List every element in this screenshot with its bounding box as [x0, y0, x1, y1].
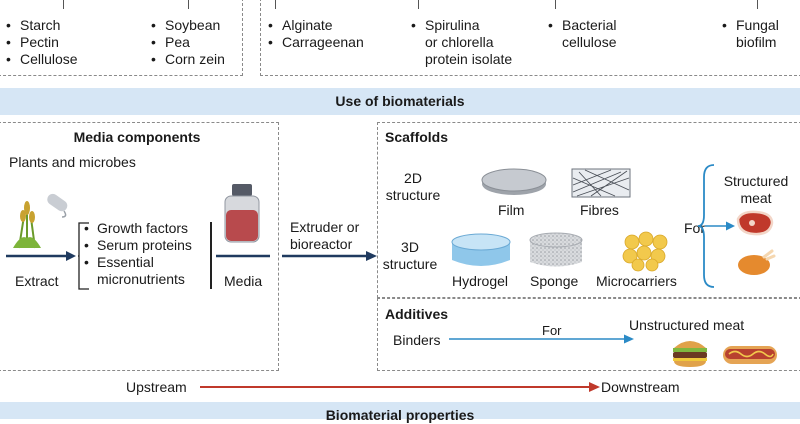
media-subtitle: Plants and microbes	[9, 154, 136, 170]
hydrogel-icon	[451, 233, 511, 266]
structured-meat-label: Structured meat	[723, 173, 789, 206]
film-label: Film	[498, 202, 525, 218]
burger-icon	[673, 341, 707, 367]
microcarriers-icon	[622, 231, 668, 272]
scaffolds-title: Scaffolds	[385, 129, 449, 145]
upstream-downstream-arrow	[200, 382, 600, 392]
use-band-title: Use of biomaterials	[335, 93, 465, 109]
extruder-arrow	[282, 251, 377, 261]
label-3d-structure: 3D structure	[382, 239, 438, 272]
item-bacterial-cellulose: •Bacterial cellulose	[548, 17, 617, 50]
media-components-box	[0, 122, 279, 371]
structured-brace	[698, 164, 715, 288]
extract-arrow	[6, 251, 76, 261]
tick-d	[418, 0, 419, 9]
components-right-bracket	[210, 222, 212, 289]
list-item: Carrageenan	[268, 34, 364, 51]
media-bottle-icon	[224, 184, 260, 243]
source-box-left	[0, 0, 243, 76]
components-bracket	[78, 222, 89, 290]
structured-arrow	[705, 221, 735, 231]
bottom-band-title: Biomaterial properties	[325, 407, 475, 423]
film-icon	[481, 168, 547, 195]
media-label: Media	[224, 273, 263, 289]
microcarriers-label: Microcarriers	[596, 273, 677, 289]
extruder-label: Extruder or bioreactor	[290, 219, 360, 252]
media-components-title: Media components	[73, 129, 201, 145]
for-label-unstructured: For	[542, 323, 562, 338]
list-item: Pectin	[6, 34, 78, 51]
bottom-band	[0, 402, 800, 419]
components-list: •Growth factors •Serum proteins •Essenti…	[84, 220, 192, 288]
list-item: •Essential micronutrients	[84, 254, 185, 287]
steak-icon	[736, 210, 774, 236]
binders-arrow	[449, 334, 634, 344]
wheat-icon	[13, 201, 41, 249]
tick-a	[63, 0, 64, 9]
tick-b	[188, 0, 189, 9]
scaffolds-box	[377, 122, 800, 298]
list-algae: Alginate Carrageenan	[268, 17, 364, 51]
list-item: Corn zein	[151, 51, 225, 68]
extract-label: Extract	[15, 273, 59, 289]
list-item: •Growth factors	[84, 220, 189, 236]
hotdog-icon	[723, 346, 777, 364]
additives-title: Additives	[385, 306, 449, 322]
list-item: Soybean	[151, 17, 225, 34]
list-item: •Serum proteins	[84, 237, 192, 253]
sponge-icon	[529, 232, 583, 267]
list-item: Cellulose	[6, 51, 78, 68]
list-plant-proteins: Soybean Pea Corn zein	[151, 17, 225, 68]
chicken-icon	[738, 249, 776, 275]
use-band	[0, 88, 800, 115]
tick-e	[555, 0, 556, 9]
tick-c	[275, 0, 276, 9]
item-spirulina: •Spirulina or chlorella protein isolate	[411, 17, 513, 67]
microbe-icon	[47, 193, 68, 218]
item-fungal-biofilm: •Fungal biofilm	[722, 17, 779, 50]
list-item: Pea	[151, 34, 225, 51]
list-polysaccharides-plant: Starch Pectin Cellulose	[6, 17, 78, 68]
for-label-structured: For	[684, 220, 705, 236]
fibres-icon	[571, 168, 631, 198]
list-item: Starch	[6, 17, 78, 34]
fibres-label: Fibres	[580, 202, 619, 218]
label-2d-structure: 2D structure	[385, 170, 441, 203]
source-box-right	[260, 0, 800, 76]
unstructured-meat-label: Unstructured meat	[629, 317, 745, 333]
additives-box	[377, 298, 800, 371]
tick-f	[757, 0, 758, 9]
hydrogel-label: Hydrogel	[452, 273, 509, 289]
upstream-label: Upstream	[126, 379, 187, 395]
binders-label: Binders	[393, 332, 441, 348]
sponge-label: Sponge	[530, 273, 579, 289]
downstream-label: Downstream	[601, 379, 680, 395]
media-arrow	[216, 254, 270, 258]
list-item: Alginate	[268, 17, 364, 34]
